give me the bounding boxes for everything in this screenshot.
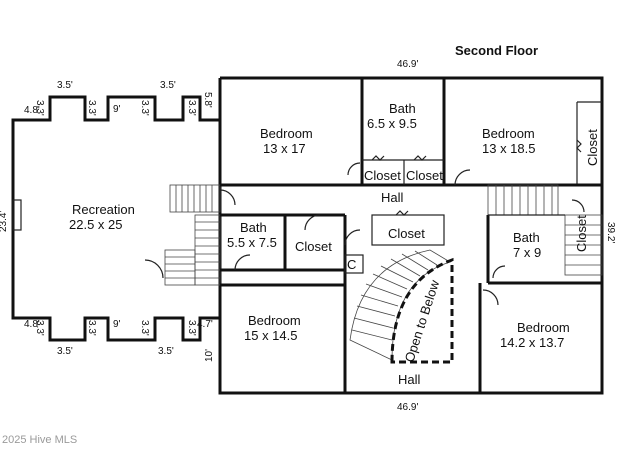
dim-top-c: 9' (113, 104, 121, 115)
dim-top-h: 3.3' (186, 100, 197, 116)
dim-bot-e: 3.3' (139, 320, 150, 336)
closet-mid-box (371, 214, 445, 246)
bedroom-bottom-left-label: Bedroom (248, 313, 301, 328)
dim-bot-f: 4.8' (24, 319, 40, 330)
dim-bot-d: 3.3' (86, 320, 97, 336)
door-swing-hall (344, 229, 361, 246)
bedroom-bottom-right-size: 14.2 x 13.7 (500, 335, 564, 350)
closet-rod-a (371, 155, 385, 161)
curved-stair (349, 249, 451, 361)
closet-vertical-top-label: Closet (585, 129, 600, 166)
dim-bot-b: 3.5' (158, 346, 174, 357)
bath-top-label: Bath (389, 101, 416, 116)
main-outer-wall (218, 76, 604, 395)
stair-upper-left (169, 184, 221, 213)
dim-top-e: 3.3' (139, 100, 150, 116)
closet-mid-label: Closet (388, 226, 425, 241)
bath-top-size: 6.5 x 9.5 (367, 116, 417, 131)
dimension-top-width: 46.9' (397, 59, 418, 70)
door-swing-right-stair (571, 199, 585, 213)
stair-right-upper (487, 184, 559, 216)
open-to-below-outline (390, 257, 454, 364)
door-swing-bath-mid (234, 254, 251, 271)
dim-bot-c: 9' (113, 319, 121, 330)
bedroom-top-right-label: Bedroom (482, 126, 535, 141)
dim-bot-h: 3.3' (186, 320, 197, 336)
stair-mid-left-treads (195, 221, 220, 279)
dim-top-a: 3.5' (57, 80, 73, 91)
stair-lower-left-treads (165, 256, 195, 279)
dim-bot-a: 3.5' (57, 346, 73, 357)
dim-top-g: 3.3' (34, 100, 45, 116)
dim-bot-i: 4.7' (197, 319, 213, 330)
stair-lower-left (164, 249, 196, 286)
recreation-wall-feature (12, 199, 22, 231)
recreation-label: Recreation (72, 202, 135, 217)
bedroom-top-left-label: Bedroom (260, 126, 313, 141)
bedroom-bottom-right-label: Bedroom (517, 320, 570, 335)
closet-mid-left-label: Closet (295, 239, 332, 254)
door-swing-recreation (144, 259, 164, 279)
closet-rod-c (576, 139, 582, 153)
bath-mid-label: Bath (240, 220, 267, 235)
dim-top-b: 3.5' (160, 80, 176, 91)
dim-top-d: 3.3' (86, 100, 97, 116)
door-swing-bedroom2 (454, 169, 471, 186)
c-closet-label: C (347, 257, 356, 272)
plan-title: Second Floor (455, 43, 538, 58)
closet-rod-d (395, 210, 409, 216)
hall-top-label: Hall (381, 190, 404, 205)
dimension-rec-depth: 23.4' (0, 211, 9, 232)
bath-right-size: 7 x 9 (513, 245, 541, 260)
closet-b-label: Closet (406, 168, 443, 183)
closet-a-label: Closet (364, 168, 401, 183)
hall-bottom-label: Hall (398, 372, 421, 387)
dimension-bottom-width: 46.9' (397, 402, 418, 413)
closet-rod-b (413, 155, 427, 161)
door-swing-bedroom1 (347, 162, 361, 176)
stair-upper-left-treads (175, 185, 213, 212)
stair-right-upper-treads (495, 185, 553, 215)
closet-vertical-right-label: Closet (574, 215, 589, 252)
door-swing-closet-mid (304, 214, 321, 231)
bedroom-top-left-size: 13 x 17 (263, 141, 306, 156)
stair-mid-left (194, 214, 221, 286)
bath-right-label: Bath (513, 230, 540, 245)
bedroom-top-right-size: 13 x 18.5 (482, 141, 536, 156)
c-closet-box (344, 254, 364, 274)
dimension-right-depth: 39.2' (605, 222, 616, 243)
curved-stair-treads (351, 250, 438, 341)
door-swing-upper-left (219, 189, 236, 206)
door-swing-bath-right (492, 265, 506, 279)
recreation-size: 22.5 x 25 (69, 217, 123, 232)
stair-right-lower-treads (565, 224, 602, 266)
watermark: 2025 Hive MLS (2, 434, 77, 446)
bath-mid-size: 5.5 x 7.5 (227, 235, 277, 250)
dim-bot-j: 10' (204, 349, 215, 362)
dim-top-i: 5.8' (202, 92, 213, 108)
dim-bot-g: 3.3' (34, 320, 45, 336)
bedroom-bottom-left-size: 15 x 14.5 (244, 328, 298, 343)
open-to-below-label: Open to Below (402, 278, 443, 364)
dim-top-f: 4.8' (24, 105, 40, 116)
door-swing-bedroom4 (482, 289, 499, 306)
